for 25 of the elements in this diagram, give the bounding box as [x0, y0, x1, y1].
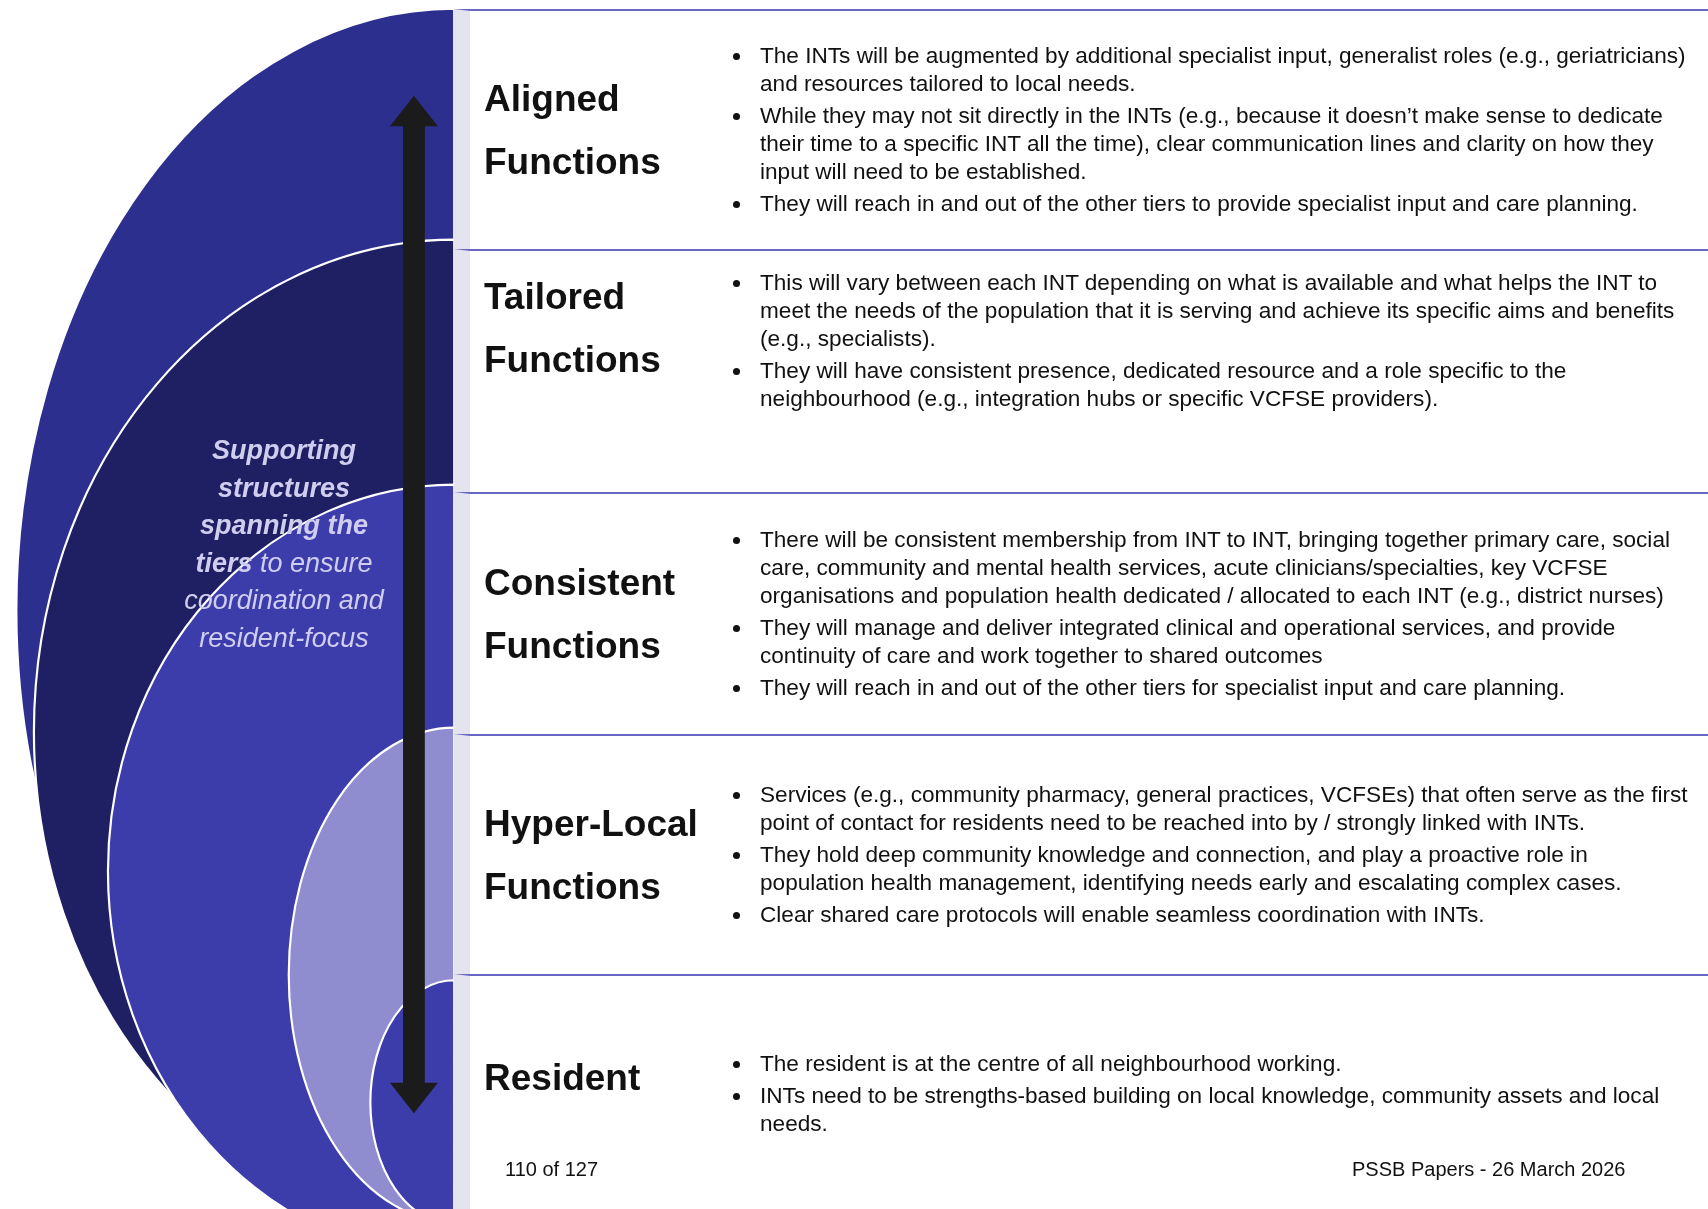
tier-heading: Consistent Functions [483, 561, 677, 668]
tier-row [454, 249, 1708, 492]
tier-heading: Resident [483, 1056, 642, 1100]
bullet-text: They will reach in and out of the other tiers for specialist input and care planning. [760, 675, 1566, 700]
bullet-text: They hold deep community knowledge and connection, and play a proactive role in population health management, identifying needs early and escalating complex cases. [760, 842, 1622, 895]
tier-heading: Hyper-Local Functions [483, 802, 699, 909]
bullet-text: They will manage and deliver integrated clinical and operational services, and provide continuity of care and work together to shared outcomes [760, 615, 1616, 668]
page-number: 110 of 127 [505, 1158, 599, 1181]
bullet-text: INTs need to be strengths-based building on local knowledge, community assets and local needs. [760, 1083, 1660, 1136]
tier-row [454, 492, 1708, 734]
bullet-text: They will have consistent presence, dedicated resource and a role specific to the neighbourhood (e.g., integration hubs or specific VCFSE providers). [760, 358, 1567, 411]
bullet-text: While they may not sit directly in the INTs (e.g., because it doesn’t make sense to dedicate their time to a specific INT all the time), clear communication lines and clarity on how they input will need to be established. [760, 103, 1663, 184]
bullet-text: The resident is at the centre of all neighbourhood working. [760, 1051, 1342, 1076]
bullet-text: Clear shared care protocols will enable seamless coordination with INTs. [760, 902, 1485, 927]
tier-row [454, 9, 1708, 249]
bullet-text: The INTs will be augmented by additional specialist input, generalist roles (e.g., geriatricians) and resources tailored to local needs. [760, 43, 1686, 96]
bullet-text: Services (e.g., community pharmacy, general practices, VCFSEs) that often serve as the first point of contact for residents need to be reached into by / strongly linked with INTs. [760, 782, 1688, 835]
tier-row [454, 974, 1708, 1209]
bullet-text: There will be consistent membership from INT to INT, bringing together primary care, social care, community and mental health services, acute clinicians/specialties, key VCFSE organisations and population health dedicated / allocated to each INT (e.g., district nurses) [760, 527, 1670, 608]
tier-heading: Aligned Functions [483, 77, 662, 184]
footer-text: PSSB Papers - 26 March 2026 [1352, 1158, 1626, 1181]
tier-row [454, 734, 1708, 974]
bullet-text: They will reach in and out of the other tiers to provide specialist input and care planning. [760, 191, 1638, 216]
bullet-text: This will vary between each INT depending on what is available and what helps the INT to meet the needs of the population that it is serving and achieve its specific aims and benefits (e.g., specialists). [760, 270, 1675, 351]
tier-heading: Tailored Functions [483, 275, 662, 382]
